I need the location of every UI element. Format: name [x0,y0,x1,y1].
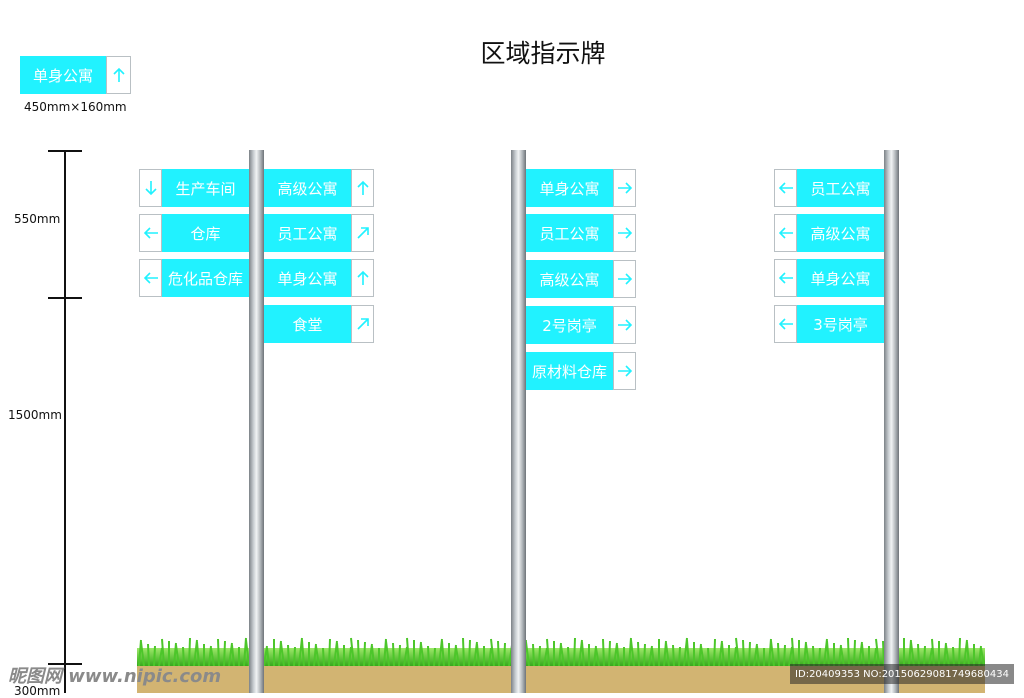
sign-label: 生产车间 [162,169,249,207]
right-arrow-icon [613,260,636,298]
sign-label: 高级公寓 [526,260,613,298]
sign-label: 员工公寓 [526,214,613,252]
sign: 高级公寓 [526,260,636,298]
right-arrow-icon [613,306,636,344]
sign-label: 食堂 [264,305,351,343]
sign-label: 危化品仓库 [162,259,249,297]
watermark-id: ID:20409353 NO:20150629081749680434 [790,664,1014,684]
sign-label: 2号岗亭 [526,306,613,344]
pole-middle [511,150,526,693]
dimension-line [64,150,66,693]
legend-size: 450mm×160mm [24,100,127,114]
watermark-site: 昵图网 www.nipic.com [8,666,222,687]
up-arrow-icon [351,169,374,207]
sign-label: 高级公寓 [264,169,351,207]
sign: 单身公寓 [526,169,636,207]
sign-label: 员工公寓 [797,169,884,207]
sign-label: 员工公寓 [264,214,351,252]
sign: 员工公寓 [264,214,374,252]
down-arrow-icon [139,169,162,207]
pole-left [249,150,264,693]
dimension-tick [48,297,82,299]
legend-sign: 单身公寓 [20,56,131,94]
left-arrow-icon [774,305,797,343]
sign-label: 单身公寓 [797,259,884,297]
sign-label: 高级公寓 [797,214,884,252]
right-arrow-icon [613,169,636,207]
sign-label: 原材料仓库 [526,352,613,390]
sign: 高级公寓 [774,214,884,252]
sign-label: 仓库 [162,214,249,252]
sign-label: 3号岗亭 [797,305,884,343]
sign-label: 单身公寓 [264,259,351,297]
legend-sign-label: 单身公寓 [20,56,106,94]
sign: 原材料仓库 [526,352,636,390]
sign: 员工公寓 [774,169,884,207]
sign: 生产车间 [139,169,249,207]
up-right-arrow-icon [351,305,374,343]
sign: 单身公寓 [774,259,884,297]
left-arrow-icon [774,259,797,297]
grass [137,637,985,666]
left-arrow-icon [139,259,162,297]
sign: 仓库 [139,214,249,252]
sign: 员工公寓 [526,214,636,252]
sign: 食堂 [264,305,374,343]
page-title: 区域指示牌 [480,39,606,68]
sign: 3号岗亭 [774,305,884,343]
right-arrow-icon [613,214,636,252]
up-right-arrow-icon [351,214,374,252]
left-arrow-icon [774,169,797,207]
dimension-tick [48,663,82,665]
left-arrow-icon [139,214,162,252]
left-arrow-icon [774,214,797,252]
sign: 2号岗亭 [526,306,636,344]
dimension-label-middle: 1500mm [8,408,62,422]
dimension-tick [48,150,82,152]
up-arrow-icon [106,56,131,94]
sign-label: 单身公寓 [526,169,613,207]
sign: 高级公寓 [264,169,374,207]
sign: 危化品仓库 [139,259,249,297]
right-arrow-icon [613,352,636,390]
pole-right [884,150,899,693]
up-arrow-icon [351,259,374,297]
dimension-label-top: 550mm [14,212,61,226]
sign: 单身公寓 [264,259,374,297]
